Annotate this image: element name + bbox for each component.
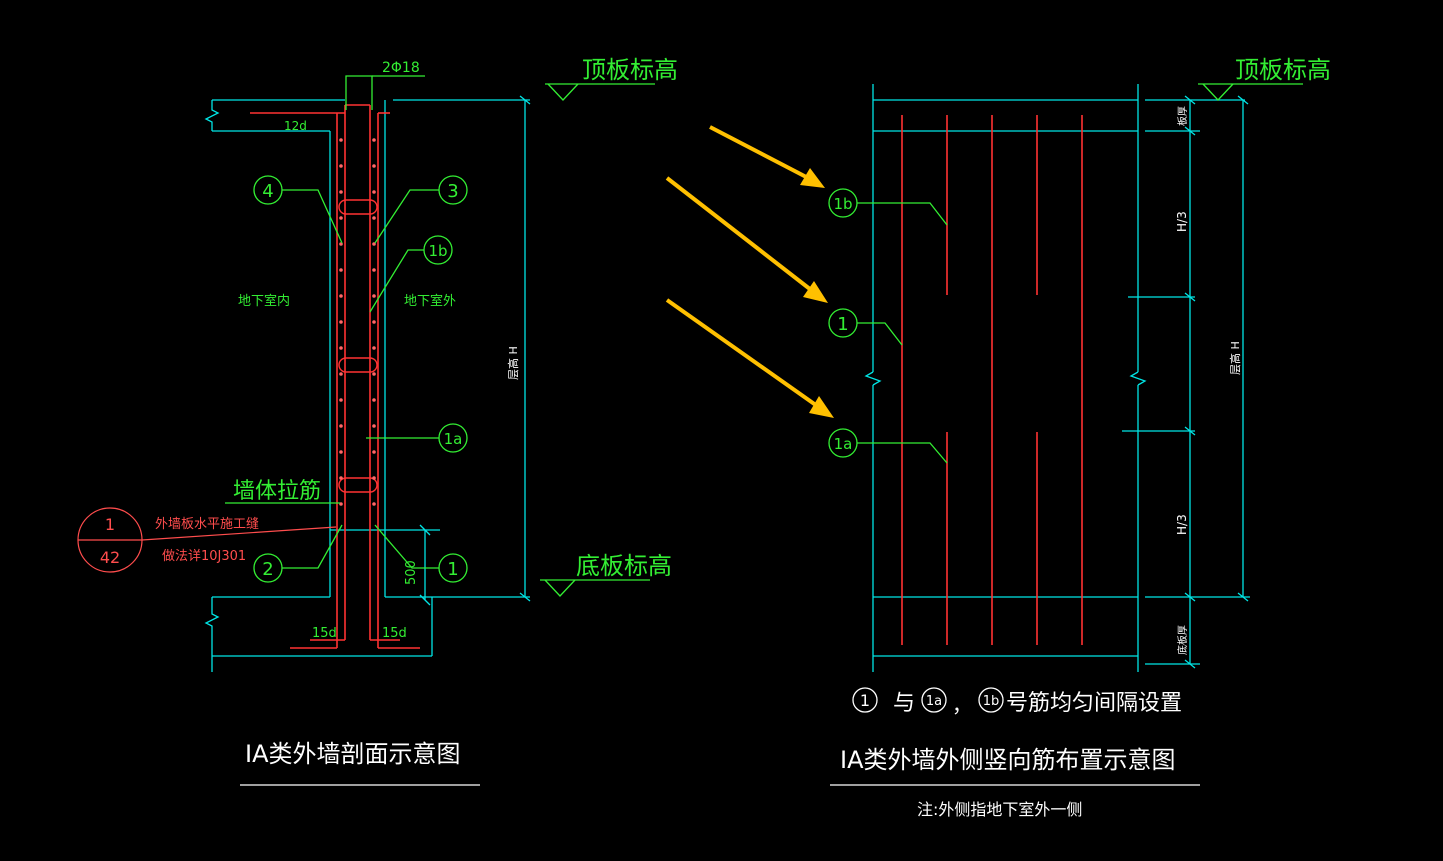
- detail-ref-top: 1: [105, 515, 115, 534]
- horizontal-bar-dot: [339, 268, 343, 272]
- horizontal-bar-dot: [339, 164, 343, 168]
- wall-section-diagram: 2Φ18 12d 顶板标高 底板标高 地下室内 地下室外 层高 H 墙体拉筋 1…: [77, 56, 678, 786]
- svg-text:1b: 1b: [833, 195, 852, 213]
- bottom-elevation-label: 底板标高: [576, 552, 672, 580]
- label-top-slab: 板厚: [1176, 106, 1189, 126]
- note-comma: ，: [952, 693, 972, 717]
- horizontal-bar-dot: [372, 216, 376, 220]
- wall-tie-label: 墙体拉筋: [233, 479, 321, 504]
- callout-3: 3: [374, 175, 468, 244]
- horizontal-bar-dot: [339, 190, 343, 194]
- horizontal-bar-dot: [372, 372, 376, 376]
- horizontal-bar-dot: [372, 502, 376, 506]
- note-circle-1b: 1b: [983, 694, 1000, 709]
- wall-rebar: [250, 104, 420, 649]
- horizontal-bar-dot: [339, 216, 343, 220]
- horizontal-bar-dot: [372, 242, 376, 246]
- svg-text:2: 2: [262, 559, 273, 580]
- note-circle-1a: 1a: [926, 694, 942, 709]
- horizontal-bar-dot: [372, 320, 376, 324]
- vertical-rebars: [901, 115, 1083, 645]
- horizontal-bar-dot: [372, 476, 376, 480]
- detail-ref-bottom: 42: [100, 548, 120, 567]
- horizontal-bar-dot: [372, 424, 376, 428]
- svg-text:1a: 1a: [834, 435, 853, 453]
- horizontal-bar-dot: [339, 398, 343, 402]
- horizontal-bar-dot: [372, 294, 376, 298]
- svg-text:1b: 1b: [428, 242, 447, 260]
- horizontal-bar-dots: [339, 138, 376, 506]
- horizontal-bar-dot: [339, 242, 343, 246]
- wall-ties: [338, 199, 378, 493]
- right-top-elevation-marker: [1198, 83, 1303, 101]
- horizontal-bar-dot: [372, 450, 376, 454]
- right-top-elevation-label: 顶板标高: [1235, 56, 1331, 84]
- right-diagram-subnote: 注:外侧指地下室外一侧: [917, 800, 1082, 819]
- horizontal-bar-dot: [372, 190, 376, 194]
- detail-ref-line2: 做法详10J301: [162, 549, 246, 564]
- elevation-callout-1: 1: [828, 308, 903, 346]
- horizontal-bar-dot: [339, 450, 343, 454]
- elevation-outline: [864, 84, 1250, 672]
- note-circle-1: 1: [860, 691, 870, 710]
- label-h3-top: H/3: [1175, 211, 1189, 232]
- top-bar-leader: [345, 75, 425, 110]
- top-bar-label: 2Φ18: [382, 60, 420, 76]
- left-height-label: 层高 H: [506, 346, 520, 380]
- label-12d: 12d: [284, 119, 307, 133]
- label-500: 500: [404, 560, 419, 585]
- horizontal-bar-dot: [339, 294, 343, 298]
- svg-text:1a: 1a: [444, 430, 463, 448]
- horizontal-bar-dot: [339, 346, 343, 350]
- svg-text:3: 3: [447, 181, 458, 202]
- horizontal-bar-dot: [339, 320, 343, 324]
- detail-ref-line1: 外墙板水平施工缝: [155, 517, 259, 532]
- label-h3-bottom: H/3: [1175, 514, 1189, 535]
- callout-2: 2: [253, 524, 343, 583]
- svg-text:1: 1: [447, 559, 458, 580]
- wall-elevation-diagram: 顶板标高 板厚 H/3 层高 H H/3 底板厚 1b 1 1a 1 与: [828, 56, 1331, 819]
- callout-4: 4: [253, 175, 343, 244]
- top-elevation-label: 顶板标高: [582, 56, 678, 84]
- label-15d-right: 15d: [382, 626, 407, 641]
- detail-reference-symbol: 1 42: [77, 507, 337, 573]
- bottom-elevation-marker: [540, 579, 650, 597]
- right-height-label: 层高 H: [1228, 341, 1242, 375]
- note-rest: 号筋均匀间隔设置: [1006, 691, 1182, 716]
- note-yu: 与: [893, 691, 915, 716]
- left-diagram-title: ⅠA类外墙剖面示意图: [245, 740, 461, 768]
- horizontal-bar-dot: [339, 502, 343, 506]
- top-elevation-marker: [545, 83, 655, 101]
- label-15d-left: 15d: [312, 626, 337, 641]
- elevation-callout-1a: 1a: [828, 428, 948, 464]
- label-basement-outside: 地下室外: [404, 293, 456, 309]
- horizontal-bar-dot: [339, 476, 343, 480]
- svg-text:4: 4: [262, 181, 273, 202]
- arrangement-note: 1 与 1a ， 1b 号筋均匀间隔设置: [852, 687, 1182, 717]
- horizontal-bar-dot: [372, 398, 376, 402]
- horizontal-bar-dot: [372, 138, 376, 142]
- wall-outline: [204, 95, 531, 672]
- horizontal-bar-dot: [339, 372, 343, 376]
- horizontal-bar-dot: [372, 346, 376, 350]
- callout-1a: 1a: [366, 423, 468, 453]
- callout-1b: 1b: [369, 235, 453, 313]
- horizontal-bar-dot: [339, 424, 343, 428]
- highlight-arrows: [665, 125, 834, 418]
- horizontal-bar-dot: [372, 268, 376, 272]
- right-diagram-title: ⅠA类外墙外侧竖向筋布置示意图: [840, 746, 1176, 774]
- elevation-callout-1b: 1b: [828, 188, 948, 226]
- horizontal-bar-dot: [372, 164, 376, 168]
- label-basement-inside: 地下室内: [238, 293, 290, 309]
- svg-text:1: 1: [837, 314, 848, 335]
- callout-1: 1: [374, 524, 468, 583]
- horizontal-bar-dot: [339, 138, 343, 142]
- label-bottom-slab: 底板厚: [1176, 625, 1189, 655]
